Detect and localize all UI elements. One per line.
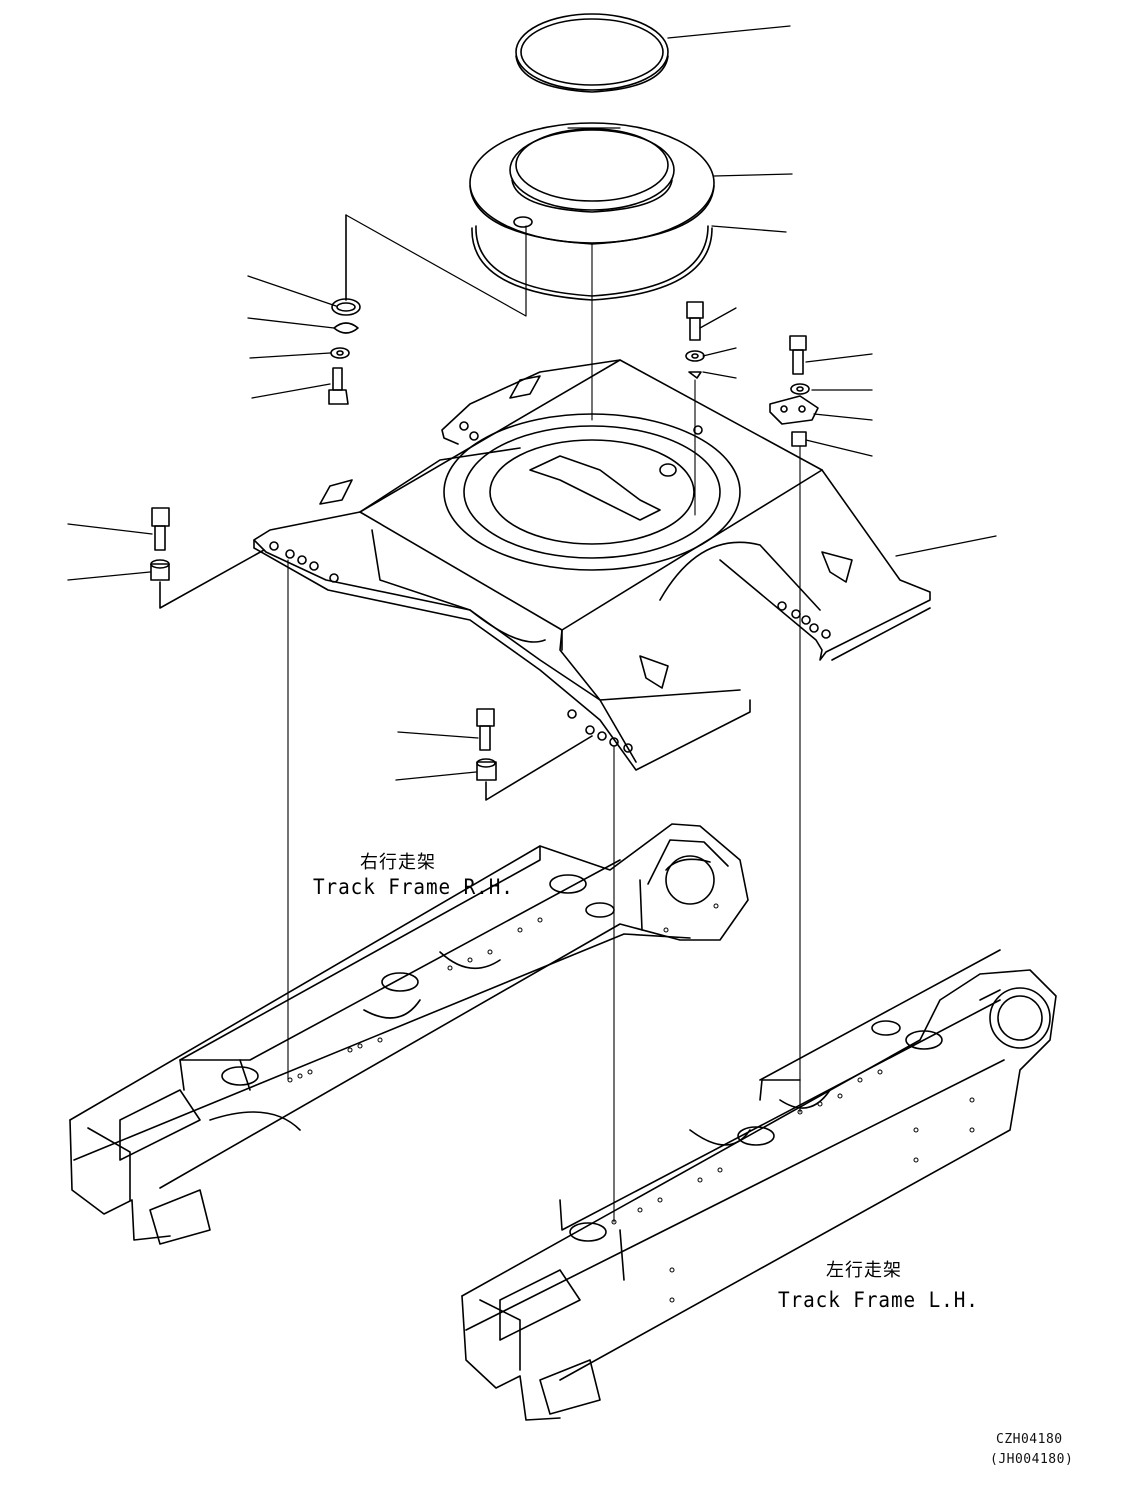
- leader-lines: [67, 25, 997, 781]
- left-side-bolt-group: [150, 507, 265, 609]
- seal-ring: [515, 13, 669, 93]
- center-frame: [253, 359, 931, 771]
- swing-bearing: [469, 122, 715, 245]
- drawing-code: CZH04180: [996, 1432, 1063, 1447]
- center-fastener-group: [685, 301, 705, 379]
- right-fastener-group: [769, 335, 819, 447]
- rh-label-en: Track Frame R.H.: [313, 875, 514, 899]
- assembly-lines: [287, 243, 801, 1223]
- frame-holes: [287, 903, 975, 1303]
- track-frame-lh: [461, 949, 1057, 1421]
- drawing-code-alt: (JH004180): [990, 1452, 1074, 1467]
- lh-label-jp: 左行走架: [826, 1260, 902, 1281]
- left-fastener-group: [328, 214, 527, 405]
- track-frame-rh: [69, 823, 749, 1245]
- rh-label-jp: 右行走架: [360, 852, 436, 873]
- lower-bolt-group: [476, 708, 593, 801]
- lh-label-en: Track Frame L.H.: [778, 1288, 979, 1312]
